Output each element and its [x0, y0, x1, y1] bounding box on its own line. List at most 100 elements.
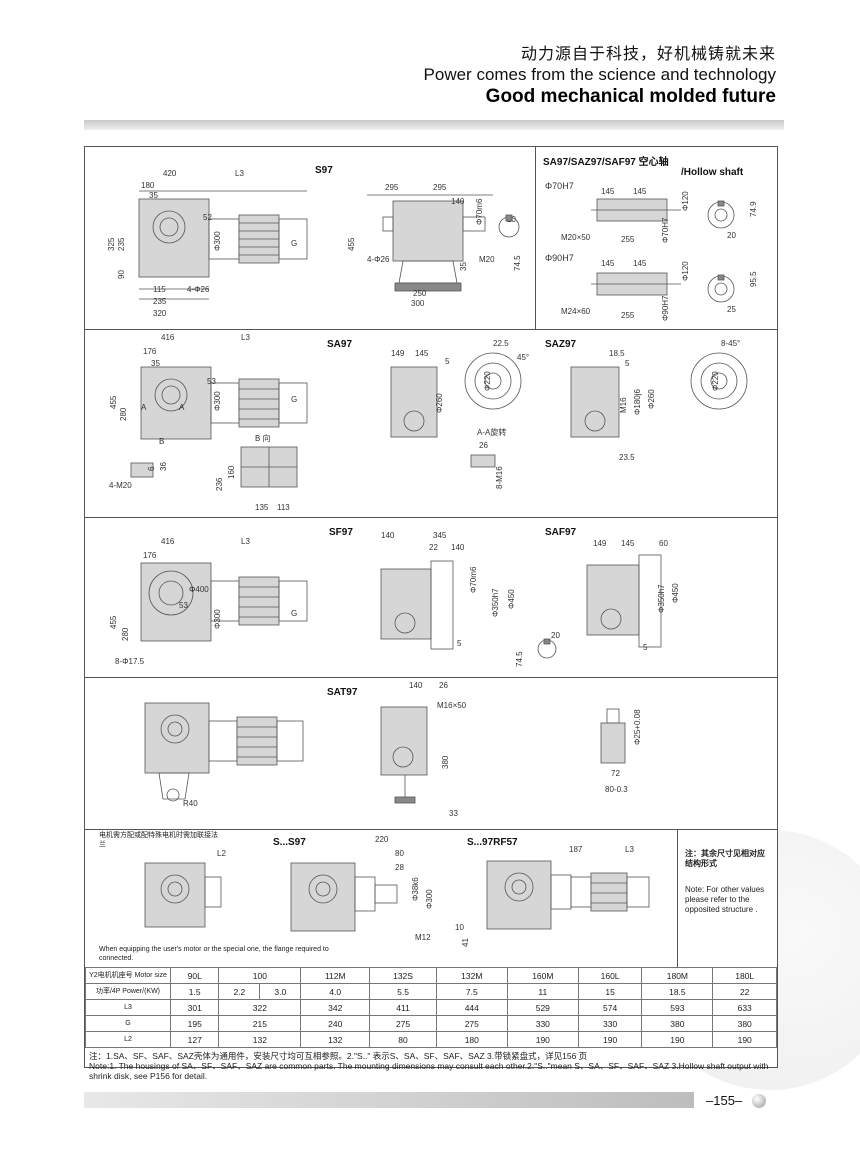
label-sf97: SF97	[329, 527, 353, 538]
table-cell: 330	[506, 1015, 579, 1032]
dim: 455	[347, 237, 356, 251]
dim: 187	[569, 845, 583, 854]
table-cell: 215	[218, 1015, 302, 1032]
dim: Φ90H7	[661, 295, 670, 321]
table-cell: 132	[300, 1031, 371, 1048]
table-cell: 127	[169, 1031, 220, 1048]
dim: 140	[451, 543, 465, 552]
label-sat97: SAT97	[327, 687, 358, 698]
footnote-en: Note:1. The housings of SA、SF、SAF、SAZ ar…	[89, 1061, 769, 1081]
dim: L3	[625, 845, 634, 854]
header-rule	[84, 120, 784, 130]
dim: 145	[601, 259, 615, 268]
table-cell: 380	[712, 1015, 777, 1032]
dim: 35	[149, 191, 158, 200]
dim: M20	[479, 255, 495, 264]
dim: Φ450	[507, 589, 516, 609]
dim: 145	[601, 187, 615, 196]
dim: M16×50	[437, 701, 467, 710]
row-label-motor-size: Y2电机机座号 Motor size	[85, 967, 171, 984]
dim: 74.9	[749, 201, 758, 217]
table-row: L3 301 322 342 411 444 529 574 593 633	[85, 999, 777, 1016]
dim: Φ400	[189, 585, 209, 594]
row-label-power: 功率/4P Power/(KW)	[85, 983, 171, 1000]
divider	[677, 829, 678, 967]
side-note-en: Note: For other values please refer to t…	[685, 885, 765, 914]
dim: 95.5	[749, 271, 758, 287]
table-cell: 593	[641, 999, 714, 1016]
divider	[535, 147, 536, 329]
dim: 255	[621, 311, 635, 320]
row-label-l3: L3	[85, 999, 171, 1016]
table-cell: 132S	[369, 967, 437, 984]
dim: 26	[439, 681, 448, 690]
dim: 41	[461, 938, 470, 947]
hollow-shaft-title: SA97/SAZ97/SAF97 空心轴	[543, 157, 669, 168]
dim: Φ220	[483, 371, 492, 391]
hollow-d1: Φ70H7	[545, 181, 574, 191]
dim: Φ350h7	[491, 588, 500, 617]
drawing-hollow-90	[591, 272, 681, 296]
table-cell: 529	[506, 999, 579, 1016]
dim: 60	[659, 539, 668, 548]
table-cell: 195	[169, 1015, 220, 1032]
dim: Φ450	[671, 583, 680, 603]
drawing-hollow-90-end	[707, 274, 735, 303]
label-saf97: SAF97	[545, 527, 577, 538]
table-cell: 15	[577, 983, 643, 1000]
drawing-saf97-front	[586, 554, 662, 648]
table-cell: 380	[641, 1015, 714, 1032]
section-sa97: SA97 SAZ97 416 L3 176 35 53 455 280 Φ300…	[85, 329, 777, 518]
dim: 80-0.3	[605, 785, 628, 794]
dim: A-A旋转	[477, 428, 507, 437]
table-cell: 112M	[300, 967, 371, 984]
dim: B 向	[255, 434, 271, 443]
dim: 74.5	[515, 651, 524, 667]
table-row: 功率/4P Power/(KW) 1.5 2.2 3.0 4.0 5.5 7.5…	[85, 983, 777, 1000]
dim: 5	[457, 639, 462, 648]
dim: 135	[255, 503, 269, 512]
section-s97: S97 420 L3 180 35 52 325 235 90 115 235 …	[85, 147, 777, 330]
dim: 35	[151, 359, 160, 368]
dim: G	[291, 395, 298, 404]
dim: 25	[727, 305, 736, 314]
table-cell: 4.0	[300, 983, 371, 1000]
table-cell: 160M	[506, 967, 579, 984]
dim: 53	[179, 601, 188, 610]
dim: B	[159, 437, 165, 446]
dim: 145	[633, 187, 647, 196]
page-number: –155–	[706, 1093, 743, 1108]
dim: 380	[441, 755, 450, 769]
dim: 236	[215, 477, 224, 491]
table-cell: 190	[641, 1031, 714, 1048]
table-cell: 190	[577, 1031, 643, 1048]
table-cell: 444	[435, 999, 508, 1016]
dim: 295	[433, 183, 447, 192]
dim: A	[179, 403, 185, 412]
dim: Φ350h7	[657, 584, 666, 613]
table-cell: 18.5	[641, 983, 714, 1000]
dim: Φ70H7	[661, 217, 670, 243]
table-cell: 330	[577, 1015, 643, 1032]
page-footer-bar	[84, 1092, 694, 1108]
dim: 235	[153, 297, 167, 306]
dim: 10	[455, 923, 464, 932]
drawing-s-97rf57	[486, 860, 650, 930]
table-cell: 132	[218, 1031, 302, 1048]
dim: 8-45°	[721, 339, 741, 348]
label-s-97rf57: S...97RF57	[467, 837, 518, 848]
dim: 145	[633, 259, 647, 268]
dim: 325	[107, 237, 116, 251]
table-cell: 301	[169, 999, 220, 1016]
drawing-sa97-side	[140, 366, 308, 440]
dim: Φ120	[681, 191, 690, 211]
dim: 420	[163, 169, 177, 178]
dim: M12	[415, 933, 431, 942]
dim: Φ300	[425, 889, 434, 909]
adaptor-note-en: When equipping the user's motor or the s…	[99, 946, 329, 962]
dim: 45°	[517, 353, 530, 362]
dim: 220	[375, 835, 389, 844]
dim: 113	[277, 503, 290, 512]
dim: 280	[121, 627, 130, 641]
dim: 320	[153, 309, 167, 318]
